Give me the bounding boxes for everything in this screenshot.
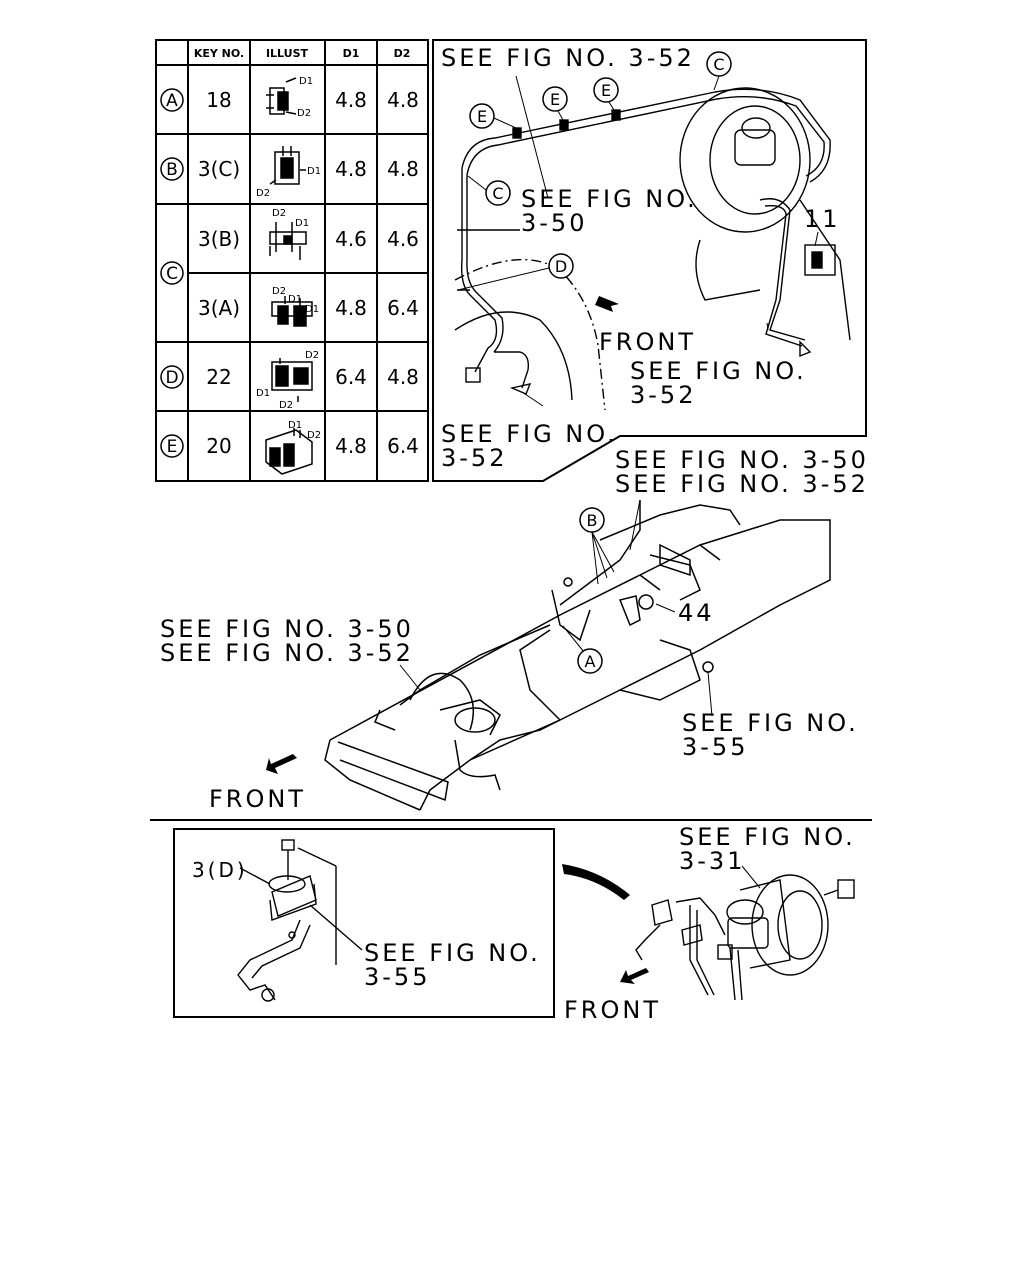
front-label-top: FRONT (599, 328, 696, 356)
see-fig-3-52-frame-left: SEE FIG NO. 3-52 (160, 639, 414, 667)
clip-18-icon (266, 77, 297, 115)
see-fig-3-55-frame: SEE FIG NO. (682, 709, 859, 737)
part-3d: 3(D) (192, 858, 248, 882)
table-cell-d2: 4.8 (387, 365, 419, 389)
see-fig-3-31: SEE FIG NO. (679, 823, 856, 851)
svg-text:3-55: 3-55 (364, 963, 430, 991)
part-11: 11 (804, 205, 841, 233)
front-arrow-top (595, 296, 619, 312)
ref-letter-a: A (166, 91, 178, 111)
table-row: 18 (206, 88, 231, 112)
svg-text:D1: D1 (299, 76, 313, 87)
part-44: 44 (678, 599, 715, 627)
callout-e: E (550, 90, 560, 109)
ref-letter-e: E (167, 437, 178, 457)
detail-pointer-arrow (562, 864, 630, 900)
table-row: 3(C) (198, 157, 240, 181)
table-cell-d1: 4.6 (335, 227, 367, 251)
svg-text:D1: D1 (295, 218, 309, 229)
svg-text:D2: D2 (279, 400, 293, 411)
brake-pipes-top (454, 87, 851, 411)
see-fig-3-52-right: SEE FIG NO. (630, 357, 807, 385)
svg-text:D1: D1 (305, 304, 319, 315)
booster-leader (741, 865, 761, 889)
top-view-callouts (469, 51, 732, 279)
svg-text:D2: D2 (305, 350, 319, 361)
front-arrow-booster (620, 968, 649, 984)
svg-text:D1: D1 (288, 294, 302, 305)
front-label-frame: FRONT (209, 785, 306, 813)
svg-text:D1: D1 (307, 166, 321, 177)
table-cell-d1: 4.8 (335, 157, 367, 181)
svg-text:D2: D2 (256, 188, 270, 199)
svg-text:D2: D2 (272, 286, 286, 297)
svg-text:D1: D1 (288, 420, 302, 431)
ref-letter-c: C (166, 264, 178, 284)
svg-text:3-55: 3-55 (682, 733, 748, 761)
table-cell-d2: 6.4 (387, 434, 419, 458)
svg-text:3-31: 3-31 (679, 847, 745, 875)
table-cell-d2: 4.8 (387, 88, 419, 112)
ref-letter-b: B (166, 160, 178, 180)
svg-text:D2: D2 (307, 430, 321, 441)
svg-text:3-50: 3-50 (521, 209, 587, 237)
table-row: 3(A) (198, 296, 240, 320)
header-d1: D1 (343, 47, 360, 60)
table-cell-d1: 6.4 (335, 365, 367, 389)
ref-letter-d: D (165, 368, 178, 388)
svg-text:D1: D1 (256, 388, 270, 399)
header-d2: D2 (394, 47, 411, 60)
table-cell-d2: 6.4 (387, 296, 419, 320)
table-cell-d1: 4.8 (335, 296, 367, 320)
svg-text:D2: D2 (297, 108, 311, 119)
chassis-frame (324, 500, 831, 811)
brake-booster (635, 874, 855, 1001)
see-fig-3-52-frame-top: SEE FIG NO. 3-52 (615, 470, 869, 498)
top-view-panel (432, 39, 867, 482)
table-cell-d1: 4.8 (335, 434, 367, 458)
table-row: 22 (206, 365, 231, 389)
callout-e: E (601, 81, 611, 100)
see-fig-3-52-bottom: SEE FIG NO. (441, 420, 618, 448)
header-key-no: KEY NO. (194, 47, 244, 60)
front-arrow-frame (266, 754, 297, 774)
svg-text:3-52: 3-52 (441, 444, 507, 472)
clip-3b-icon (269, 222, 307, 260)
see-fig-3-55-detail: SEE FIG NO. (364, 939, 541, 967)
callout-e: E (477, 107, 487, 126)
frame-leaders (399, 499, 713, 717)
clip-20-icon (265, 428, 313, 475)
header-illust: ILLUST (266, 47, 309, 60)
svg-text:3-52: 3-52 (630, 381, 696, 409)
see-fig-3-52-top: SEE FIG NO. 3-52 (441, 44, 695, 72)
bracket-detail (237, 839, 363, 1002)
table-header: KEY NO. ILLUST D1 D2 (194, 47, 411, 60)
clip-22-icon (271, 358, 313, 402)
table-cell-d2: 4.8 (387, 157, 419, 181)
table-ref-callouts (160, 88, 184, 458)
clip-3c-icon (269, 146, 306, 185)
top-view-leaders (457, 75, 819, 407)
callout-c: C (492, 184, 503, 203)
table-cell-d1: 4.8 (335, 88, 367, 112)
callout-b: B (587, 511, 598, 530)
clip-3a-icon (271, 296, 313, 327)
table-row: 3(B) (198, 227, 240, 251)
callout-a: A (585, 652, 596, 671)
svg-text:D2: D2 (272, 208, 286, 219)
see-fig-3-50-frame-top: SEE FIG NO. 3-50 (615, 446, 869, 474)
table-row: 20 (206, 434, 231, 458)
see-fig-3-50-frame-left: SEE FIG NO. 3-50 (160, 615, 414, 643)
frame-callouts (577, 507, 605, 674)
table-cell-d2: 4.6 (387, 227, 419, 251)
clip-spec-table (155, 39, 429, 482)
illust-dimension-tags: D1 D2 D1 D2 D2 D1 D2 D1 D1 D2 D1 D2 D1 D… (256, 76, 321, 441)
front-label-booster: FRONT (564, 996, 661, 1024)
callout-c: C (713, 55, 724, 74)
see-fig-3-50: SEE FIG NO. (521, 185, 698, 213)
detail-panel (173, 828, 555, 1018)
callout-d: D (555, 257, 567, 276)
clip-illustrations (265, 77, 313, 475)
